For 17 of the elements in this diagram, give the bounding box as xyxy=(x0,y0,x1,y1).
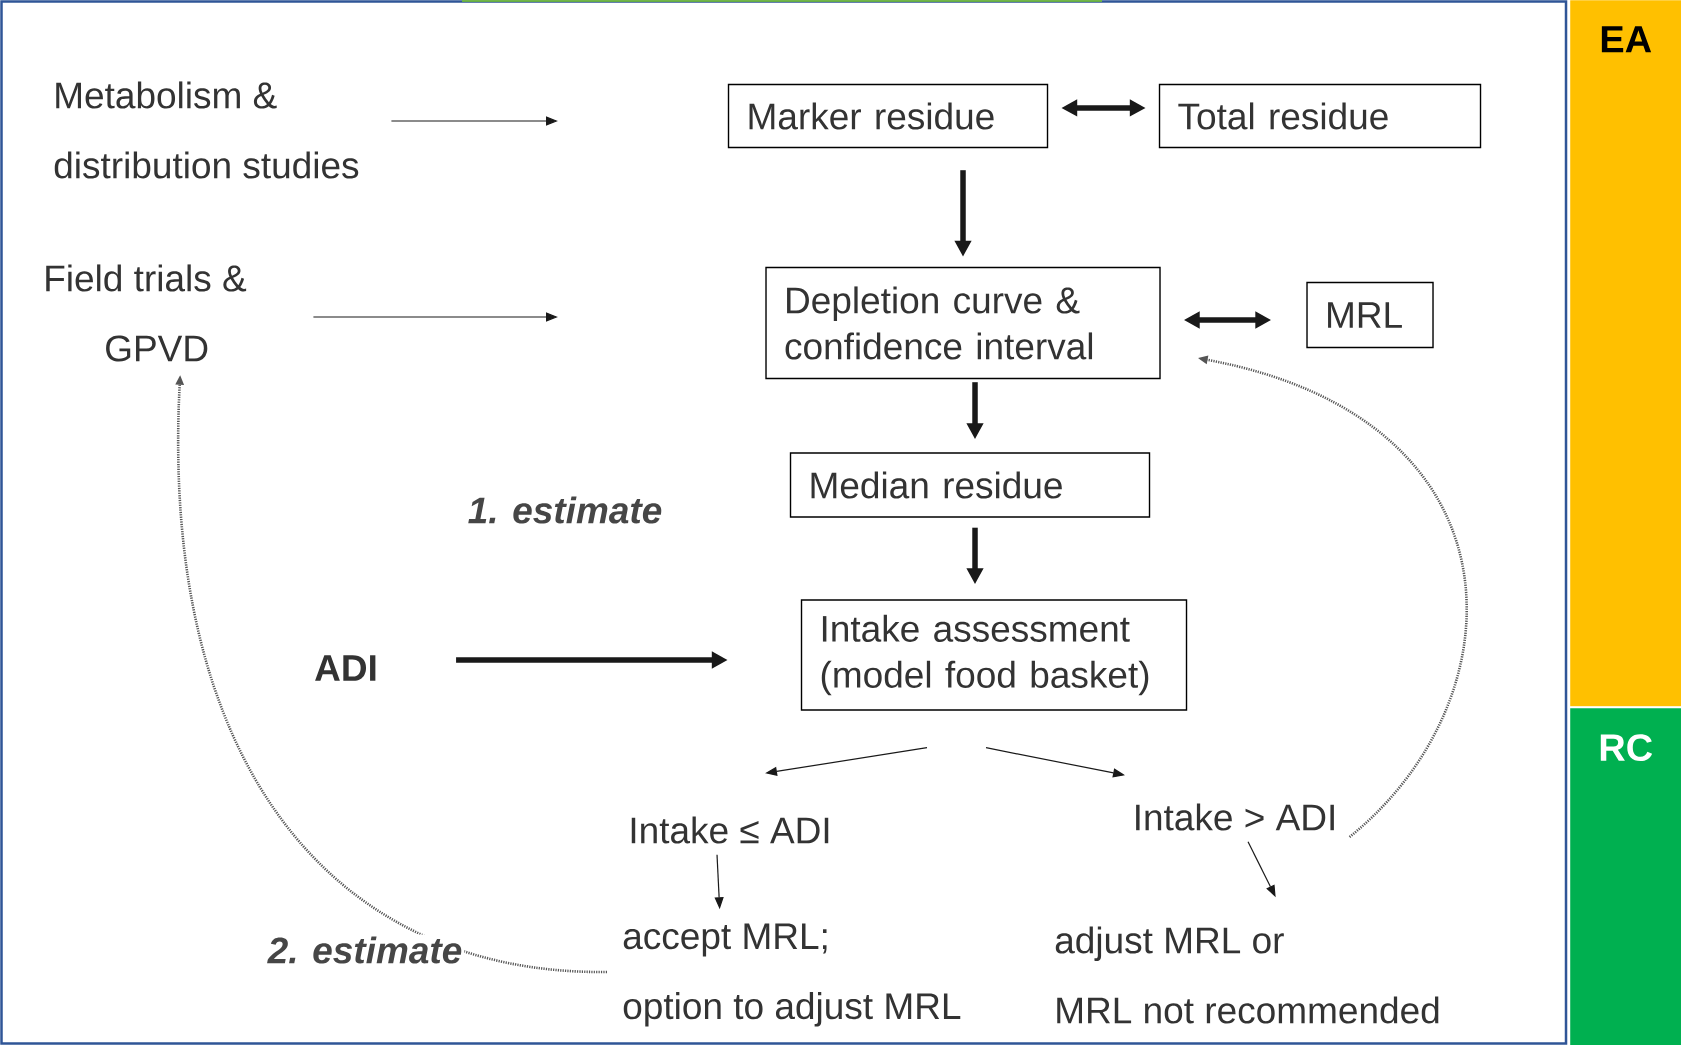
text-label: accept MRL; option to adjust MRL xyxy=(623,923,961,1027)
process-box: Marker residue xyxy=(727,83,1049,149)
text-label: Metabolism & distribution studies xyxy=(54,81,359,179)
process-box: Total residue xyxy=(1158,83,1482,149)
process-box: Median residue xyxy=(789,452,1151,518)
side-band: RC xyxy=(1570,708,1681,1045)
process-box: Intake assessment (model food basket) xyxy=(800,599,1188,711)
text-label: Intake > ADI xyxy=(1136,803,1334,831)
text-label: Field trials & GPVD xyxy=(46,264,247,362)
process-box: MRL xyxy=(1306,281,1434,349)
side-band: EA xyxy=(1570,0,1681,707)
process-box: Depletion curve & confidence interval xyxy=(765,266,1161,380)
estimate-label: 2. estimate xyxy=(265,934,465,966)
text-label: ADI xyxy=(315,655,376,681)
estimate-label: 1. estimate xyxy=(465,494,665,526)
text-label: adjust MRL or MRL not recommended xyxy=(1055,926,1439,1024)
text-label: Intake ≤ ADI xyxy=(631,816,829,844)
